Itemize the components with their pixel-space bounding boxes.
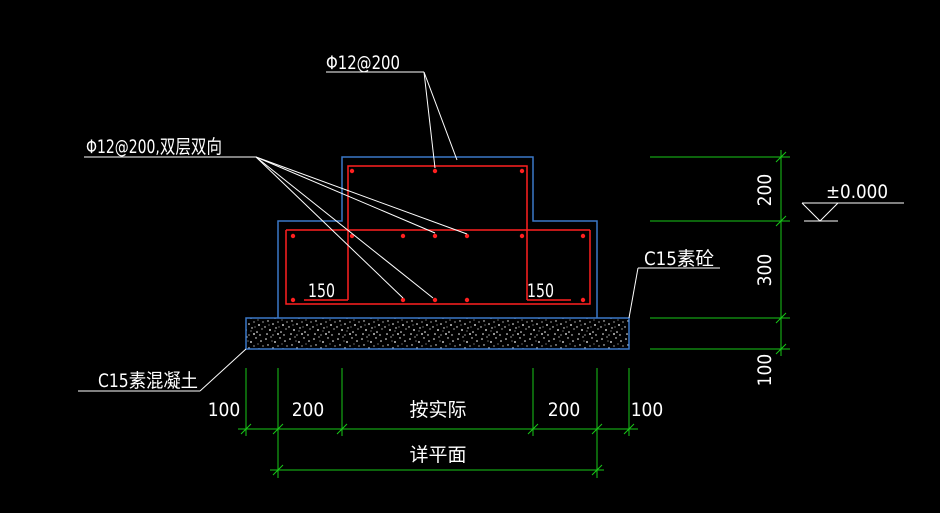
rebar-dot (432, 233, 438, 239)
rebar-dot (580, 233, 586, 239)
tick (240, 423, 252, 435)
tick (623, 423, 635, 435)
rebar-dot (349, 168, 355, 174)
rebar-dot (464, 297, 470, 303)
total-dim-label: 详平面 (409, 444, 466, 466)
vertical-dim-100: 100 (754, 354, 776, 387)
rebar-dot (519, 168, 525, 174)
right-concrete-label: C15素砼 (644, 248, 714, 270)
rebar-dot (290, 297, 296, 303)
horizontal-dim-200-left: 200 (292, 399, 325, 421)
top-rebar-leader (423, 71, 458, 161)
rebar-dot (580, 297, 586, 303)
lean-concrete-base (245, 317, 630, 350)
bottom-rebar-leader (255, 156, 404, 299)
level-label: ±0.000 (826, 181, 888, 203)
rebar-dot (432, 168, 438, 174)
rebar-lines (285, 165, 591, 305)
tick (272, 464, 284, 476)
left-concrete-label: C15素混凝土 (98, 370, 198, 392)
tick (775, 343, 787, 355)
rebar-dot (432, 297, 438, 303)
tick (336, 423, 348, 435)
rebar-dot (400, 233, 406, 239)
annotation-texts: Φ12@200 Φ12@200,双层双向 C15素砼 C15素混凝土 ±0.00… (86, 52, 888, 466)
rebar-dot (519, 233, 525, 239)
horizontal-dim-as-built: 按实际 (409, 399, 466, 421)
tick (272, 423, 284, 435)
bottom-rebar-leader (255, 156, 468, 235)
tick (591, 464, 603, 476)
horizontal-dim-200-right: 200 (548, 399, 581, 421)
top-rebar-label: Φ12@200 (326, 52, 400, 74)
leader-lines (78, 71, 904, 392)
left-concrete-leader (199, 348, 247, 392)
tick (775, 215, 787, 227)
foundation-outline (277, 156, 598, 318)
tick (775, 312, 787, 324)
bottom-rebar-label: Φ12@200,双层双向 (86, 136, 222, 158)
upper-step-rebar (347, 165, 528, 300)
horizontal-dim-100-left: 100 (208, 399, 241, 421)
bottom-rebar-leader (255, 156, 434, 299)
tick (591, 423, 603, 435)
rebar-dot (464, 233, 470, 239)
bottom-layer-rebar (285, 230, 591, 305)
tick (775, 151, 787, 163)
horizontal-dim-100-right: 100 (631, 399, 664, 421)
right-concrete-leader (628, 267, 639, 319)
vertical-dim-300: 300 (754, 254, 776, 287)
rebar-dot (400, 297, 406, 303)
top-rebar-leader (423, 71, 436, 169)
inner-dim-left: 150 (308, 280, 335, 302)
inner-dim-right: 150 (527, 280, 554, 302)
vertical-dim-200: 200 (754, 174, 776, 207)
rebar-dot (290, 233, 296, 239)
dimension-lines (238, 150, 790, 478)
tick (527, 423, 539, 435)
bottom-rebar-leader (255, 156, 436, 234)
